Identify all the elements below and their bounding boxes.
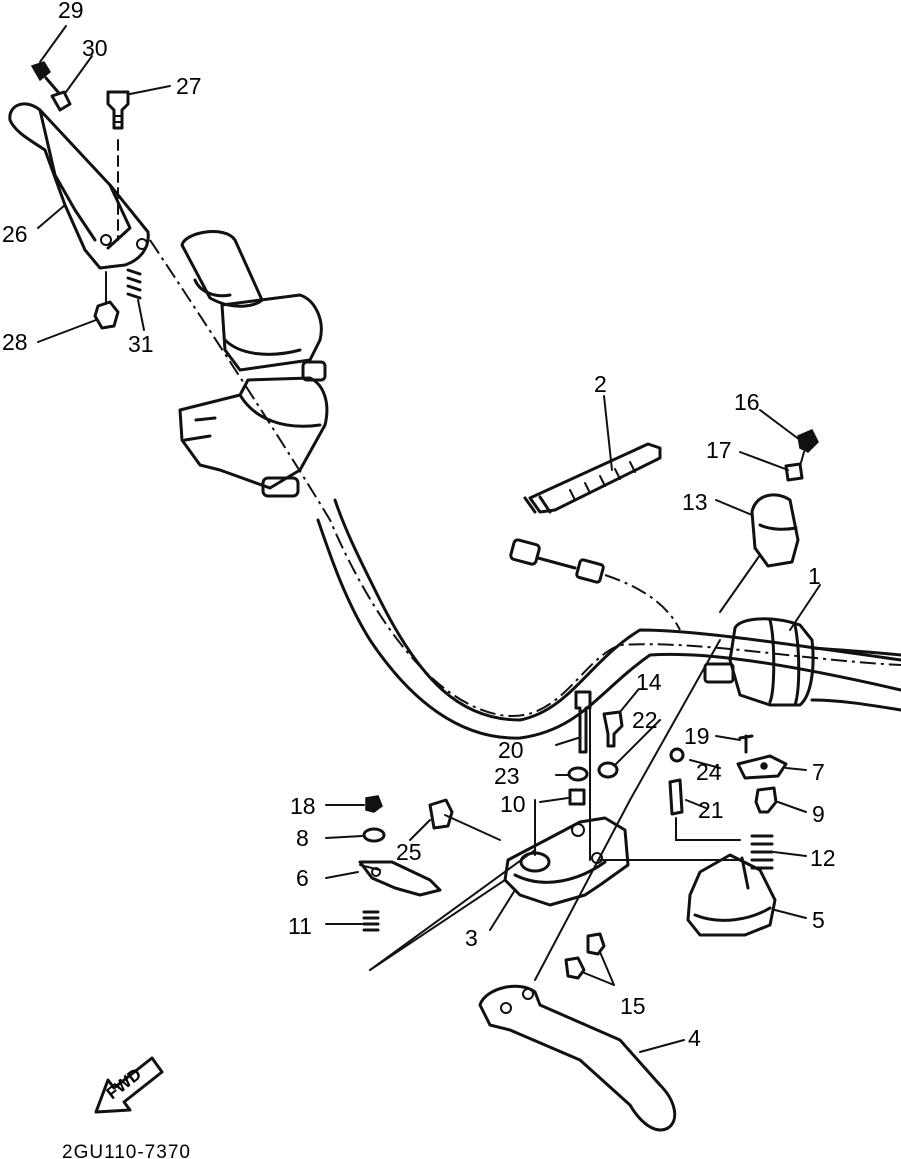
callout-19: 19	[684, 723, 710, 749]
callout-22: 22	[632, 707, 658, 733]
switch-body	[686, 853, 777, 937]
callout-10: 10	[500, 791, 526, 817]
callout-7: 7	[812, 759, 825, 785]
hardware-10-collar	[568, 788, 586, 806]
assembly-guides	[359, 554, 761, 981]
forward-direction-badge: FWD	[94, 1056, 164, 1114]
hardware-22-collar	[597, 761, 619, 779]
lever-nut	[93, 271, 120, 330]
adjuster-screw	[30, 61, 60, 94]
callout-6: 6	[296, 865, 309, 891]
hardware-14-pin	[602, 710, 624, 748]
handlebar	[149, 239, 901, 740]
left-lever	[8, 102, 150, 270]
callout-24: 24	[696, 759, 722, 785]
hardware-24-ball	[669, 747, 685, 763]
callout-3: 3	[465, 925, 478, 951]
lever-spring	[126, 268, 142, 300]
callout-2: 2	[594, 371, 607, 397]
callout-29: 29	[58, 0, 84, 23]
callout-1: 1	[808, 563, 821, 589]
callout-26: 26	[2, 221, 28, 247]
callout-30: 30	[82, 35, 108, 61]
hardware-21-pin	[668, 778, 684, 816]
hardware-12-spring	[750, 834, 774, 870]
wire-connector	[509, 538, 681, 631]
left-grip	[180, 230, 264, 308]
callout-9: 9	[812, 801, 825, 827]
callout-15: 15	[620, 993, 646, 1019]
hardware-8-washer	[362, 827, 386, 843]
hardware-18-screw	[365, 795, 383, 813]
right-switch-assembly	[703, 617, 901, 712]
callout-5: 5	[812, 907, 825, 933]
cable-tie	[523, 442, 662, 514]
callout-23: 23	[494, 763, 520, 789]
callout-17: 17	[706, 437, 732, 463]
switch-clamp	[750, 493, 800, 568]
hardware-15-nut-b	[586, 932, 606, 956]
switch-plate	[736, 754, 788, 780]
left-switch-housing	[220, 293, 327, 382]
callout-18: 18	[290, 793, 316, 819]
hardware-15-nut-a	[564, 956, 586, 980]
callout-20: 20	[498, 737, 524, 763]
callout-4: 4	[688, 1025, 701, 1051]
callout-28: 28	[2, 329, 28, 355]
leader-lines	[37, 25, 821, 1053]
callout-8: 8	[296, 825, 309, 851]
hardware-25-bushing	[428, 798, 454, 830]
clamp-screw	[797, 429, 819, 467]
callout-21: 21	[698, 797, 724, 823]
callout-25: 25	[396, 839, 422, 865]
spring-washer	[784, 462, 804, 482]
callout-14: 14	[636, 669, 662, 695]
drawing-code: 2GU110-7370	[62, 1142, 191, 1159]
callout-16: 16	[734, 389, 760, 415]
callout-31: 31	[128, 331, 154, 357]
hardware-20-bolt	[574, 690, 592, 754]
cam-plate	[358, 860, 442, 897]
adjuster-nut	[50, 90, 72, 112]
lever-bracket	[503, 816, 630, 907]
hardware-23-washer	[567, 766, 589, 782]
right-lever	[478, 984, 677, 1132]
callout-12: 12	[810, 845, 836, 871]
callout-labels: 1 2 3 4 5 6 7 8 9 10 11 12 13 14 15 16 1…	[2, 0, 836, 1051]
callout-13: 13	[682, 489, 708, 515]
hardware-19-screw	[738, 734, 754, 754]
pivot-bolt	[106, 90, 130, 241]
hardware-9-pin	[754, 786, 778, 814]
left-lever-bracket-assembly	[178, 376, 329, 498]
callout-27: 27	[176, 73, 202, 99]
hardware-11-spring	[362, 910, 380, 932]
callout-11: 11	[288, 913, 312, 939]
